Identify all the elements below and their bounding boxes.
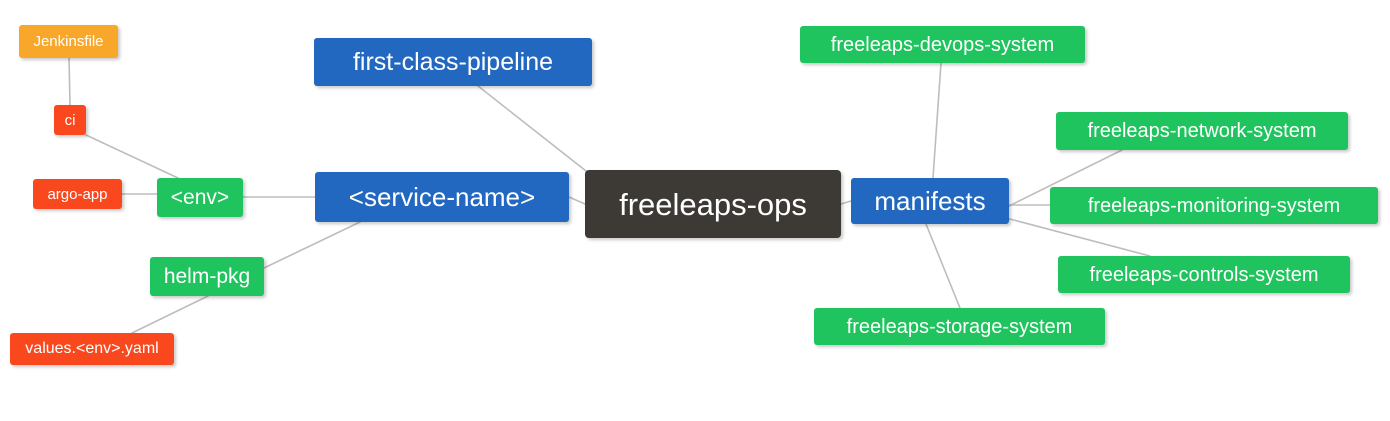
edge-freeleaps-ops-to-first-class-pipeline [477, 85, 601, 183]
node-argo-app[interactable]: argo-app [33, 179, 122, 209]
node-manifests[interactable]: manifests [851, 178, 1009, 224]
node-env[interactable]: <env> [157, 178, 243, 217]
edge-service-name-to-helm-pkg [263, 221, 361, 269]
node-first-class-pipeline[interactable]: first-class-pipeline [314, 38, 592, 86]
node-freeleaps-devops-system[interactable]: freeleaps-devops-system [800, 26, 1085, 63]
node-values-env-yaml[interactable]: values.<env>.yaml [10, 333, 174, 365]
node-helm-pkg[interactable]: helm-pkg [150, 257, 264, 296]
edge-helm-pkg-to-values-env-yaml [131, 295, 209, 334]
node-jenkinsfile[interactable]: Jenkinsfile [19, 25, 118, 58]
node-freeleaps-controls-system[interactable]: freeleaps-controls-system [1058, 256, 1350, 293]
edge-manifests-to-freeleaps-devops-system [932, 62, 942, 179]
edge-manifests-to-freeleaps-storage-system [925, 223, 961, 309]
edge-env-to-ci [85, 134, 179, 179]
node-freeleaps-ops[interactable]: freeleaps-ops [585, 170, 841, 238]
edge-freeleaps-ops-to-service-name [568, 196, 586, 205]
edge-ci-to-jenkinsfile [68, 57, 71, 106]
node-freeleaps-monitoring-system[interactable]: freeleaps-monitoring-system [1050, 187, 1378, 224]
node-service-name[interactable]: <service-name> [315, 172, 569, 222]
node-ci[interactable]: ci [54, 105, 86, 135]
node-freeleaps-storage-system[interactable]: freeleaps-storage-system [814, 308, 1105, 345]
edge-freeleaps-ops-to-manifests [840, 200, 852, 205]
node-freeleaps-network-system[interactable]: freeleaps-network-system [1056, 112, 1348, 150]
